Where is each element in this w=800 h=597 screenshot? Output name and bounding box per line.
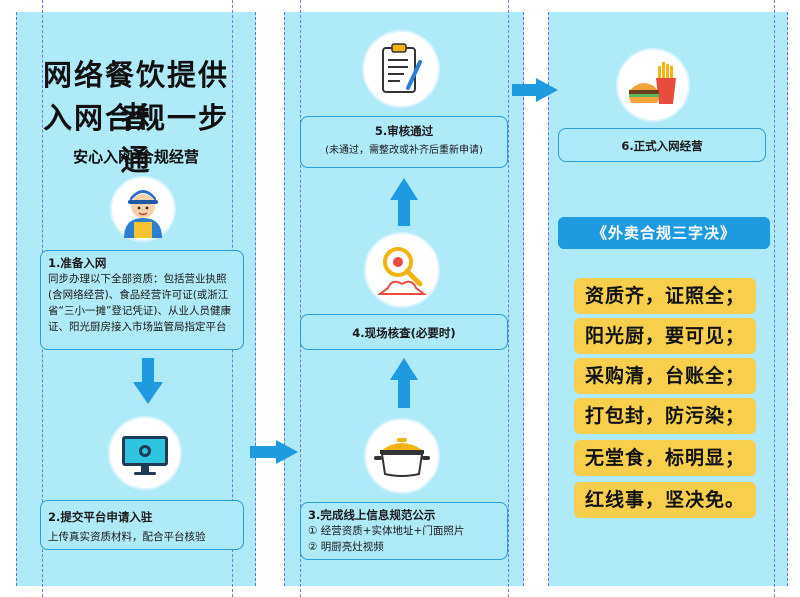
step-5-note: (未通过，需整改或补齐后重新申请) [325,145,483,156]
step-6-card: 6.正式入网经营 [558,128,766,162]
step-1-card: 1.准备入网 同步办理以下全部资质：包括营业执照(含网络经营)、食品经营许可证(… [40,250,244,350]
cooking-pot-icon [364,418,440,494]
burger-fries-icon [616,48,690,122]
magnifier-location-icon [364,232,440,308]
step-1-description: 同步办理以下全部资质：包括营业执照(含网络经营)、食品经营许可证(或浙江省“三小… [48,273,231,333]
rule-item: 资质齐，证照全； [574,278,756,314]
step-3-card: 3.完成线上信息规范公示 ① 经营资质+实体地址+门面照片 ② 明厨亮灶视频 [300,502,508,560]
step-4-heading: 4.现场核查(必要时) [352,326,456,340]
step-2-description: 上传真实资质材料，配合平台核验 [48,531,206,543]
step-2-heading: 2.提交平台申请入驻 [48,510,153,524]
arrow-up-icon [390,358,418,408]
rule-item: 采购清，台账全； [574,358,756,394]
guide-line [300,0,301,597]
step-3-item-1: ① 经营资质+实体地址+门面照片 [308,525,465,537]
worker-avatar-icon [110,176,176,242]
rule-item: 阳光厨，要可见； [574,318,756,354]
arrow-down-icon [133,358,163,404]
arrow-right-icon [512,78,558,102]
step-3-heading: 3.完成线上信息规范公示 [308,508,436,522]
rule-item: 红线事，坚决免。 [574,482,756,518]
step-4-card: 4.现场核查(必要时) [300,314,508,350]
arrow-up-icon [390,178,418,226]
step-5-card: 5.审核通过 (未通过，需整改或补齐后重新申请) [300,116,508,168]
step-6-heading: 6.正式入网经营 [621,139,703,153]
rule-item: 无堂食，标明显； [574,440,756,476]
rule-item: 打包封，防污染； [574,398,756,434]
page-title-line-2: 入网合规一步通 [42,101,229,177]
guide-line [774,0,775,597]
step-3-item-2: ② 明厨亮灶视频 [308,541,384,553]
guide-line [508,0,509,597]
monitor-icon [108,416,182,490]
rules-title: 《外卖合规三字决》 [558,217,770,249]
step-2-card: 2.提交平台申请入驻 上传真实资质材料，配合平台核验 [40,500,244,550]
step-1-heading: 1.准备入网 [48,256,107,270]
page-title-line-1: 网络餐饮提供者 [42,58,229,134]
arrow-right-icon [250,440,298,464]
page-subtitle: 安心入网·合规经营 [73,148,199,166]
clipboard-icon [362,30,440,108]
step-5-heading: 5.审核通过 [374,124,434,138]
